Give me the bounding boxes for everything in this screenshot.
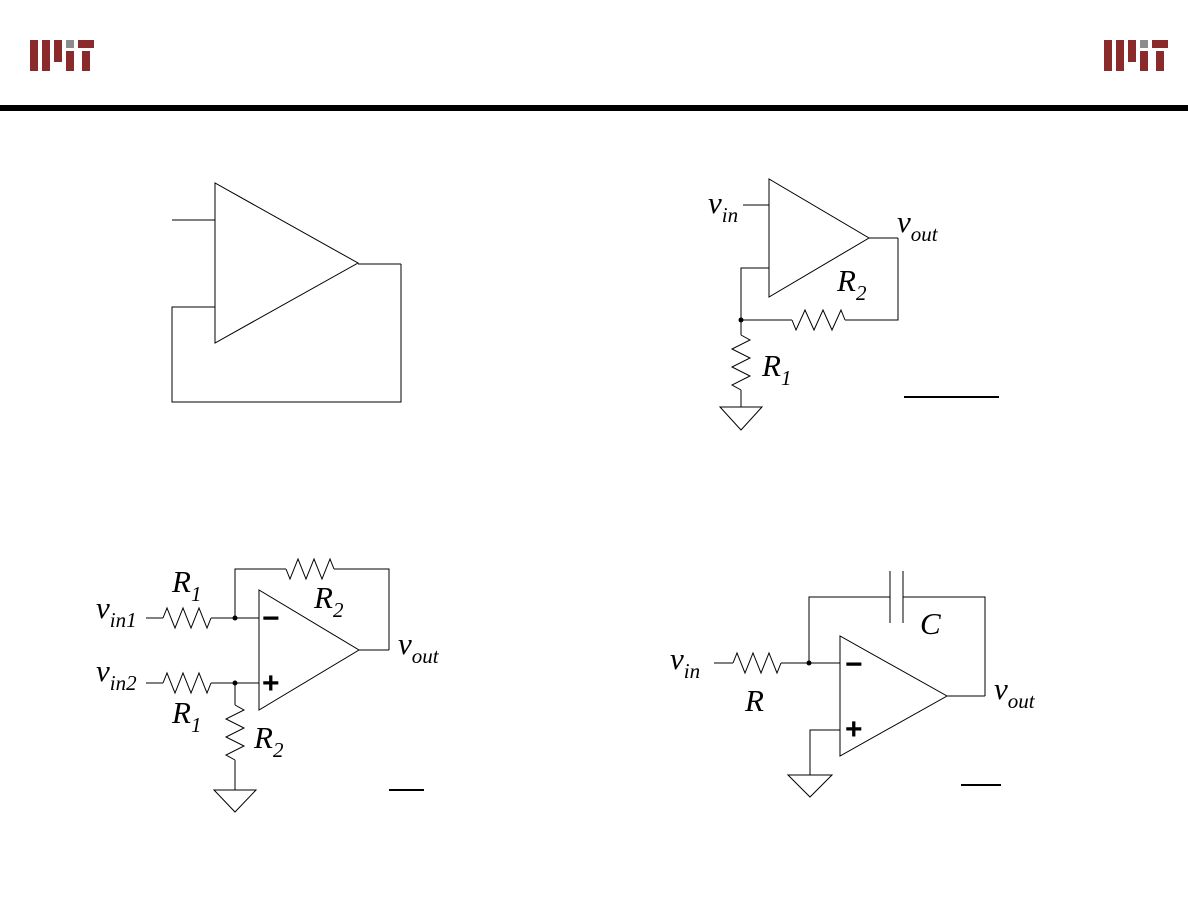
difference-plus-sign: + [262, 667, 280, 700]
integrator-feedback-left [808, 596, 890, 663]
integrator-plus-wire [809, 729, 840, 775]
difference-vin2-label: vin2 [96, 653, 137, 695]
mit-logo-right [1104, 40, 1168, 71]
noninverting-vout-label: vout [897, 204, 939, 246]
difference-opamp [258, 589, 360, 711]
integrator-r-label: R [744, 683, 764, 718]
follower-opamp [214, 182, 360, 344]
noninverting-ground-icon [718, 406, 764, 431]
difference-r1-top-label: R1 [171, 564, 201, 606]
difference-feedback-left [234, 568, 286, 618]
difference-minus-sign: − [262, 602, 280, 635]
r-resistor [732, 651, 782, 675]
r1-resistor [730, 334, 752, 391]
difference-node-top [232, 615, 238, 621]
noninverting-r1-label: R1 [761, 348, 791, 390]
integrator-plus-sign: + [845, 713, 863, 746]
r1-bottom-resistor [162, 671, 212, 695]
noninverting-vin-label: vin [708, 185, 738, 227]
noninverting-r2-label: R2 [836, 263, 867, 305]
difference-circuit: − + vin1 vin2 vout R1 R2 R1 R2 [96, 557, 440, 813]
mit-logo-left [30, 40, 94, 71]
integrator-vout-label: vout [994, 671, 1036, 713]
noninverting-opamp [768, 178, 870, 298]
noninverting-blank-line [904, 396, 999, 398]
difference-r1-bottom-label: R1 [171, 695, 201, 737]
integrator-circuit: − + vin vout R C [670, 571, 1036, 798]
integrator-node-dot [806, 660, 812, 666]
integrator-c-label: C [920, 606, 941, 641]
follower-circuit [171, 182, 402, 403]
r1-top-resistor [162, 606, 212, 630]
integrator-blank-line [961, 784, 1001, 786]
difference-ground-icon [212, 789, 258, 813]
integrator-ground-icon [786, 774, 834, 798]
integrator-opamp [839, 635, 949, 757]
integrator-minus-sign: − [845, 648, 863, 681]
noninverting-minus-wire [740, 267, 769, 320]
difference-r2-bottom-label: R2 [253, 720, 284, 762]
r2-top-resistor [285, 557, 335, 581]
difference-feedback-right [334, 568, 390, 650]
noninverting-feedback-right [845, 238, 899, 321]
difference-blank-line [389, 789, 424, 791]
integrator-feedback-right [903, 596, 986, 696]
difference-vout-label: vout [398, 626, 440, 668]
follower-feedback-wire [171, 264, 402, 403]
r2-resistor [791, 308, 846, 332]
r2-bottom-resistor [224, 704, 246, 761]
noninverting-circuit: vin vout R2 R1 [708, 178, 999, 431]
difference-r2-top-label: R2 [313, 580, 344, 622]
difference-vin1-label: vin1 [96, 590, 137, 632]
header-rule [0, 105, 1188, 111]
integrator-vin-label: vin [670, 641, 700, 683]
